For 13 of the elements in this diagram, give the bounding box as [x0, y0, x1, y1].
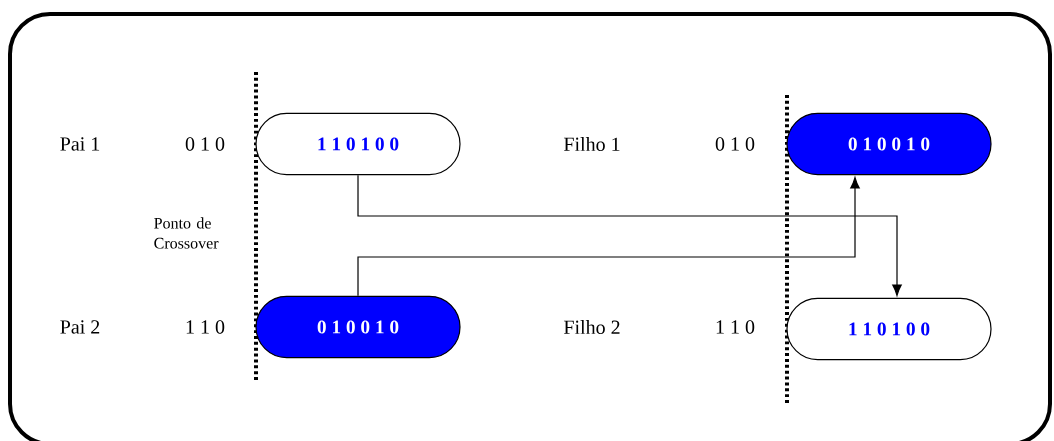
row-label: Pai 1 [60, 137, 100, 151]
bit-string: 0 1 0 [715, 137, 755, 151]
bit-string: 1 1 0 [716, 320, 755, 334]
row-label: Filho 1 [563, 136, 620, 151]
chromosome-capsule: 1 1 0 1 0 0 [255, 112, 461, 176]
bit-string: 1 1 0 [186, 320, 225, 334]
crossover-label: Ponto de Crossover [154, 217, 219, 249]
row-label: Pai 2 [60, 320, 100, 334]
chromosome-capsule: 0 1 0 0 1 0 [255, 295, 461, 359]
row-label: Filho 2 [563, 319, 620, 334]
chromosome-capsule: 1 1 0 1 0 0 [786, 297, 992, 361]
bit-string: 0 1 0 [185, 137, 225, 151]
chromosome-capsule: 0 1 0 0 1 0 [786, 112, 992, 176]
